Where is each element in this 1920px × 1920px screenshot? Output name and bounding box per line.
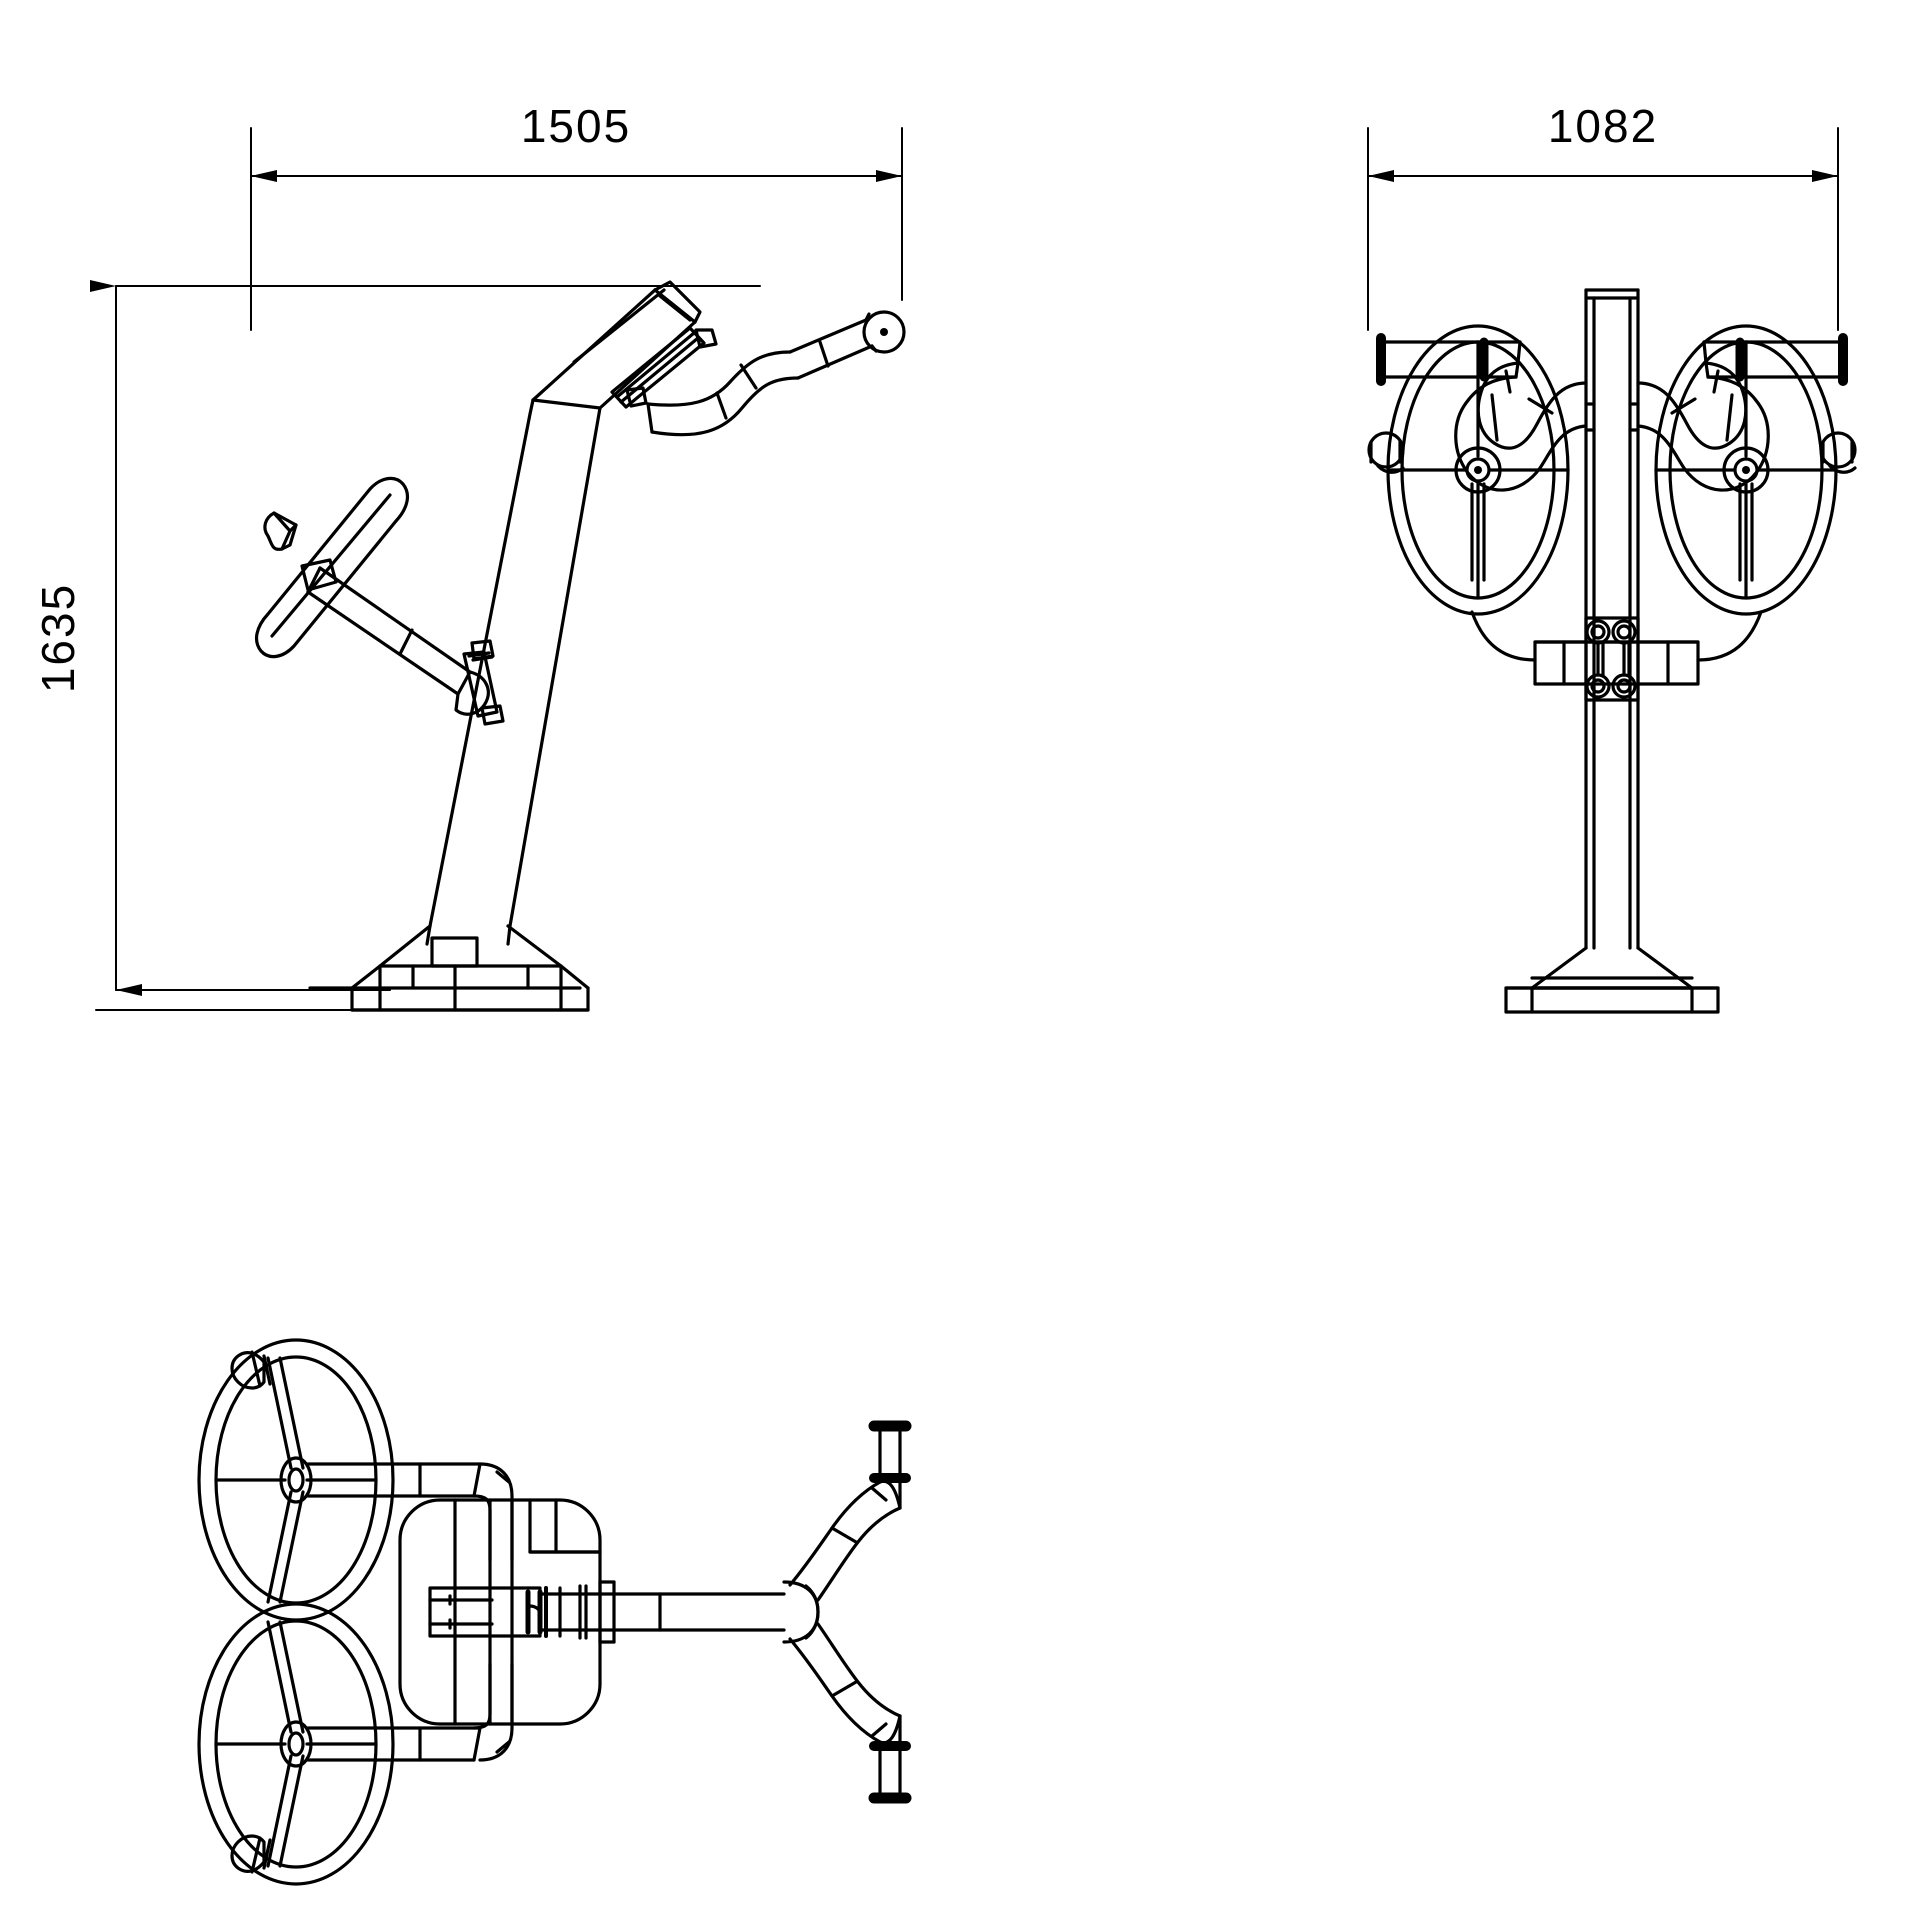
wheel-hub-top-upper (279, 1456, 313, 1504)
handlebar-arm-top (538, 1580, 786, 1644)
bolt-lower (480, 704, 505, 726)
dimension-1635 (90, 280, 761, 996)
main-column-side (425, 280, 702, 946)
handlebar-fork-top (782, 1420, 912, 1804)
dimension-label-1505: 1505 (521, 100, 631, 152)
bolt-upper (694, 328, 718, 349)
dimension-label-1082: 1082 (1548, 100, 1658, 152)
hand-grip-endcap (862, 310, 906, 354)
mounting-clamp-lower (462, 639, 505, 726)
rotation-wheel-top-lower (197, 1602, 514, 1886)
handlebar-arm-side (646, 310, 906, 437)
bolt-lower (625, 386, 648, 408)
handlebar-right-front (1636, 333, 1848, 492)
rotation-wheel-side (254, 476, 490, 716)
clamp-block (1584, 616, 1640, 702)
wheel-grip-knob-top-upper (230, 1350, 272, 1390)
mounting-clamp-upper (610, 326, 718, 409)
dimension-1082 (1367, 127, 1839, 331)
wheel-hub-right (1722, 446, 1770, 494)
rotation-wheel-right-front (1654, 324, 1857, 616)
wheel-hub-left (1454, 446, 1502, 494)
rotation-wheel-left-front (1367, 324, 1570, 616)
side-view (90, 127, 906, 1012)
base-boss (430, 936, 479, 968)
dimension-label-1635: 1635 (32, 583, 84, 693)
wheel-hub-side (300, 558, 338, 592)
wheel-grip-knob (263, 511, 298, 551)
wheel-grip-knob-left (1367, 431, 1405, 474)
wheel-hub-top-lower (279, 1720, 313, 1768)
top-view (197, 1338, 912, 1886)
handlebar-left-front (1376, 333, 1588, 492)
crank-bearing (454, 670, 490, 716)
base-plate-front (1504, 946, 1720, 1014)
wheel-grip-knob-right (1819, 431, 1857, 474)
dimension-1505 (250, 127, 903, 331)
main-column-top (398, 1498, 602, 1726)
crossbeam-clamp-front (1470, 610, 1763, 702)
front-view (1367, 127, 1857, 1014)
wheel-grip-knob-top-lower (230, 1834, 272, 1874)
base-plate-side (95, 924, 590, 1012)
grip-center-dot (880, 328, 888, 336)
mounting-clamp-top (428, 1586, 543, 1638)
bolt-upper (470, 639, 495, 661)
